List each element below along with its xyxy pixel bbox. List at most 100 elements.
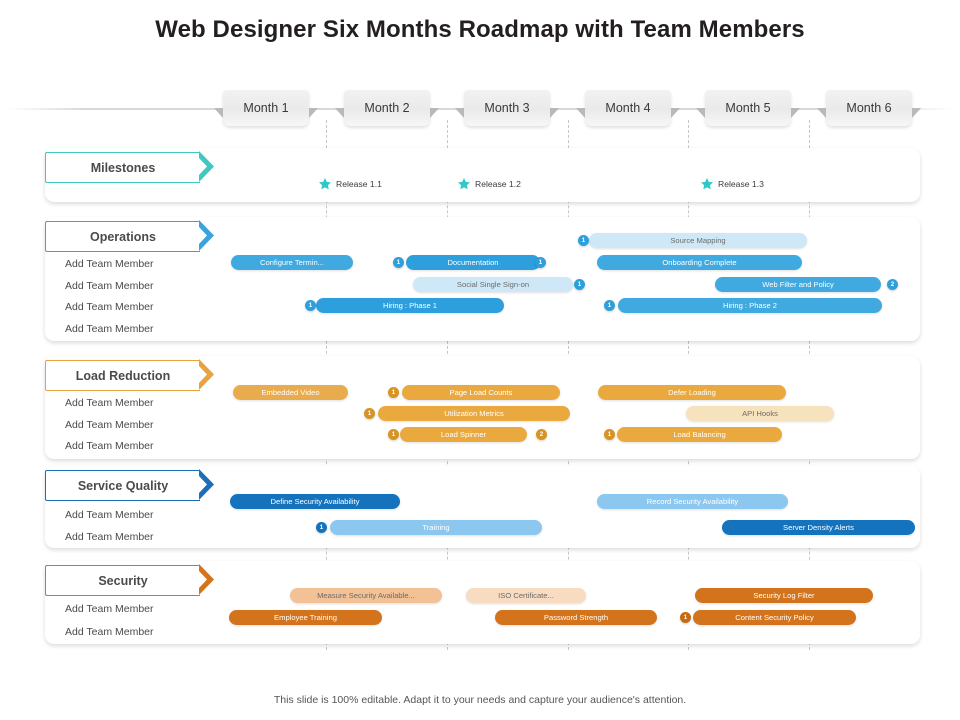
month-tab-6[interactable]: Month 6 — [817, 90, 921, 126]
month-tab-label: Month 1 — [243, 101, 289, 115]
gantt-bar[interactable]: Hiring : Phase 2 — [618, 298, 882, 313]
tab-notch-right-icon — [309, 108, 318, 118]
bar-count-badge[interactable]: 1 — [578, 235, 589, 246]
month-tab-4[interactable]: Month 4 — [576, 90, 680, 126]
chevron-right-icon — [199, 220, 215, 252]
gantt-bar[interactable]: Password Strength — [495, 610, 657, 625]
tab-notch-right-icon — [430, 108, 439, 118]
month-tab-label: Month 3 — [484, 101, 530, 115]
bar-count-badge[interactable]: 1 — [316, 522, 327, 533]
gantt-bar[interactable]: Define Security Availability — [230, 494, 400, 509]
chevron-right-icon — [199, 151, 215, 183]
bar-count-badge[interactable]: 1 — [388, 429, 399, 440]
gantt-bar[interactable]: Load Balancing — [617, 427, 782, 442]
team-member-label[interactable]: Add Team Member — [65, 440, 154, 452]
star-icon — [700, 177, 714, 191]
gantt-bar[interactable]: Social Single Sign-on — [413, 277, 573, 292]
month-tab-label: Month 4 — [605, 101, 651, 115]
bar-count-badge[interactable]: 1 — [574, 279, 585, 290]
gantt-bar[interactable]: ISO Certificate... — [466, 588, 586, 603]
month-tab-2[interactable]: Month 2 — [335, 90, 439, 126]
lane-tag-label: Security — [98, 573, 148, 588]
tab-notch-right-icon — [550, 108, 559, 118]
gantt-bar[interactable]: Record Security Availability — [597, 494, 788, 509]
lane-tag-label: Operations — [90, 229, 156, 244]
milestone-marker[interactable]: Release 1.2 — [457, 177, 521, 191]
chevron-right-icon — [199, 359, 215, 391]
gantt-bar[interactable]: Configure Termin... — [231, 255, 353, 270]
footer-note: This slide is 100% editable. Adapt it to… — [273, 694, 687, 706]
gantt-bar[interactable]: Embedded Video — [233, 385, 348, 400]
tab-notch-left-icon — [576, 108, 585, 118]
bar-count-badge[interactable]: 1 — [604, 429, 615, 440]
milestone-label: Release 1.3 — [718, 179, 764, 189]
milestone-marker[interactable]: Release 1.1 — [318, 177, 382, 191]
gantt-bar[interactable]: Source Mapping — [589, 233, 807, 248]
gantt-bar[interactable]: API Hooks — [686, 406, 834, 421]
lane-tag-label: Milestones — [90, 160, 156, 175]
gantt-bar[interactable]: Hiring : Phase 1 — [316, 298, 504, 313]
lane-tag-load-reduction[interactable]: Load Reduction — [45, 359, 214, 391]
gantt-bar[interactable]: Onboarding Complete — [597, 255, 802, 270]
gantt-bar[interactable]: Page Load Counts — [402, 385, 560, 400]
team-member-label[interactable]: Add Team Member — [65, 258, 154, 270]
bar-count-badge[interactable]: 1 — [388, 387, 399, 398]
milestone-label: Release 1.2 — [475, 179, 521, 189]
bar-count-badge[interactable]: 2 — [887, 279, 898, 290]
lane-tag-label: Service Quality — [77, 478, 169, 493]
star-icon — [318, 177, 332, 191]
team-member-label[interactable]: Add Team Member — [65, 531, 154, 543]
bar-count-badge[interactable]: 1 — [305, 300, 316, 311]
gantt-bar[interactable]: Security Log Filter — [695, 588, 873, 603]
gantt-bar[interactable]: Web Filter and Policy — [715, 277, 881, 292]
tab-notch-left-icon — [817, 108, 826, 118]
gantt-bar[interactable]: Measure Security Available... — [290, 588, 442, 603]
gantt-bar[interactable]: Server Density Alerts — [722, 520, 915, 535]
tab-notch-right-icon — [912, 108, 921, 118]
team-member-label[interactable]: Add Team Member — [65, 603, 154, 615]
bar-count-badge[interactable]: 1 — [364, 408, 375, 419]
month-tab-5[interactable]: Month 5 — [696, 90, 800, 126]
gantt-bar[interactable]: Utilization Metrics — [378, 406, 570, 421]
chevron-right-icon — [199, 564, 215, 596]
tab-notch-left-icon — [455, 108, 464, 118]
lane-tag-service-quality[interactable]: Service Quality — [45, 469, 214, 501]
tab-notch-right-icon — [791, 108, 800, 118]
gantt-bar[interactable]: Documentation — [406, 255, 540, 270]
chevron-right-icon — [199, 469, 215, 501]
lane-tag-security[interactable]: Security — [45, 564, 214, 596]
gantt-bar[interactable]: Content Security Policy — [693, 610, 856, 625]
month-tab-1[interactable]: Month 1 — [214, 90, 318, 126]
team-member-label[interactable]: Add Team Member — [65, 419, 154, 431]
star-icon — [457, 177, 471, 191]
tab-notch-left-icon — [335, 108, 344, 118]
bar-count-badge[interactable]: 2 — [536, 429, 547, 440]
bar-count-badge[interactable]: 1 — [393, 257, 404, 268]
team-member-label[interactable]: Add Team Member — [65, 626, 154, 638]
gantt-bar[interactable]: Training — [330, 520, 542, 535]
team-member-label[interactable]: Add Team Member — [65, 323, 154, 335]
tab-notch-left-icon — [214, 108, 223, 118]
tab-notch-left-icon — [696, 108, 705, 118]
gantt-bar[interactable]: Employee Training — [229, 610, 382, 625]
month-tab-label: Month 6 — [846, 101, 892, 115]
tab-notch-right-icon — [671, 108, 680, 118]
lane-tag-label: Load Reduction — [75, 368, 171, 383]
month-tab-label: Month 2 — [364, 101, 410, 115]
gantt-bar[interactable]: Defer Loading — [598, 385, 786, 400]
gantt-bar[interactable]: Load Spinner — [400, 427, 527, 442]
team-member-label[interactable]: Add Team Member — [65, 280, 154, 292]
lane-tag-operations[interactable]: Operations — [45, 220, 214, 252]
page-title: Web Designer Six Months Roadmap with Tea… — [155, 16, 805, 43]
bar-count-badge[interactable]: 1 — [680, 612, 691, 623]
lane-tag-milestones[interactable]: Milestones — [45, 151, 214, 183]
month-tab-3[interactable]: Month 3 — [455, 90, 559, 126]
bar-count-badge[interactable]: 1 — [535, 257, 546, 268]
team-member-label[interactable]: Add Team Member — [65, 397, 154, 409]
bar-count-badge[interactable]: 1 — [604, 300, 615, 311]
team-member-label[interactable]: Add Team Member — [65, 301, 154, 313]
team-member-label[interactable]: Add Team Member — [65, 509, 154, 521]
milestone-marker[interactable]: Release 1.3 — [700, 177, 764, 191]
milestone-label: Release 1.1 — [336, 179, 382, 189]
